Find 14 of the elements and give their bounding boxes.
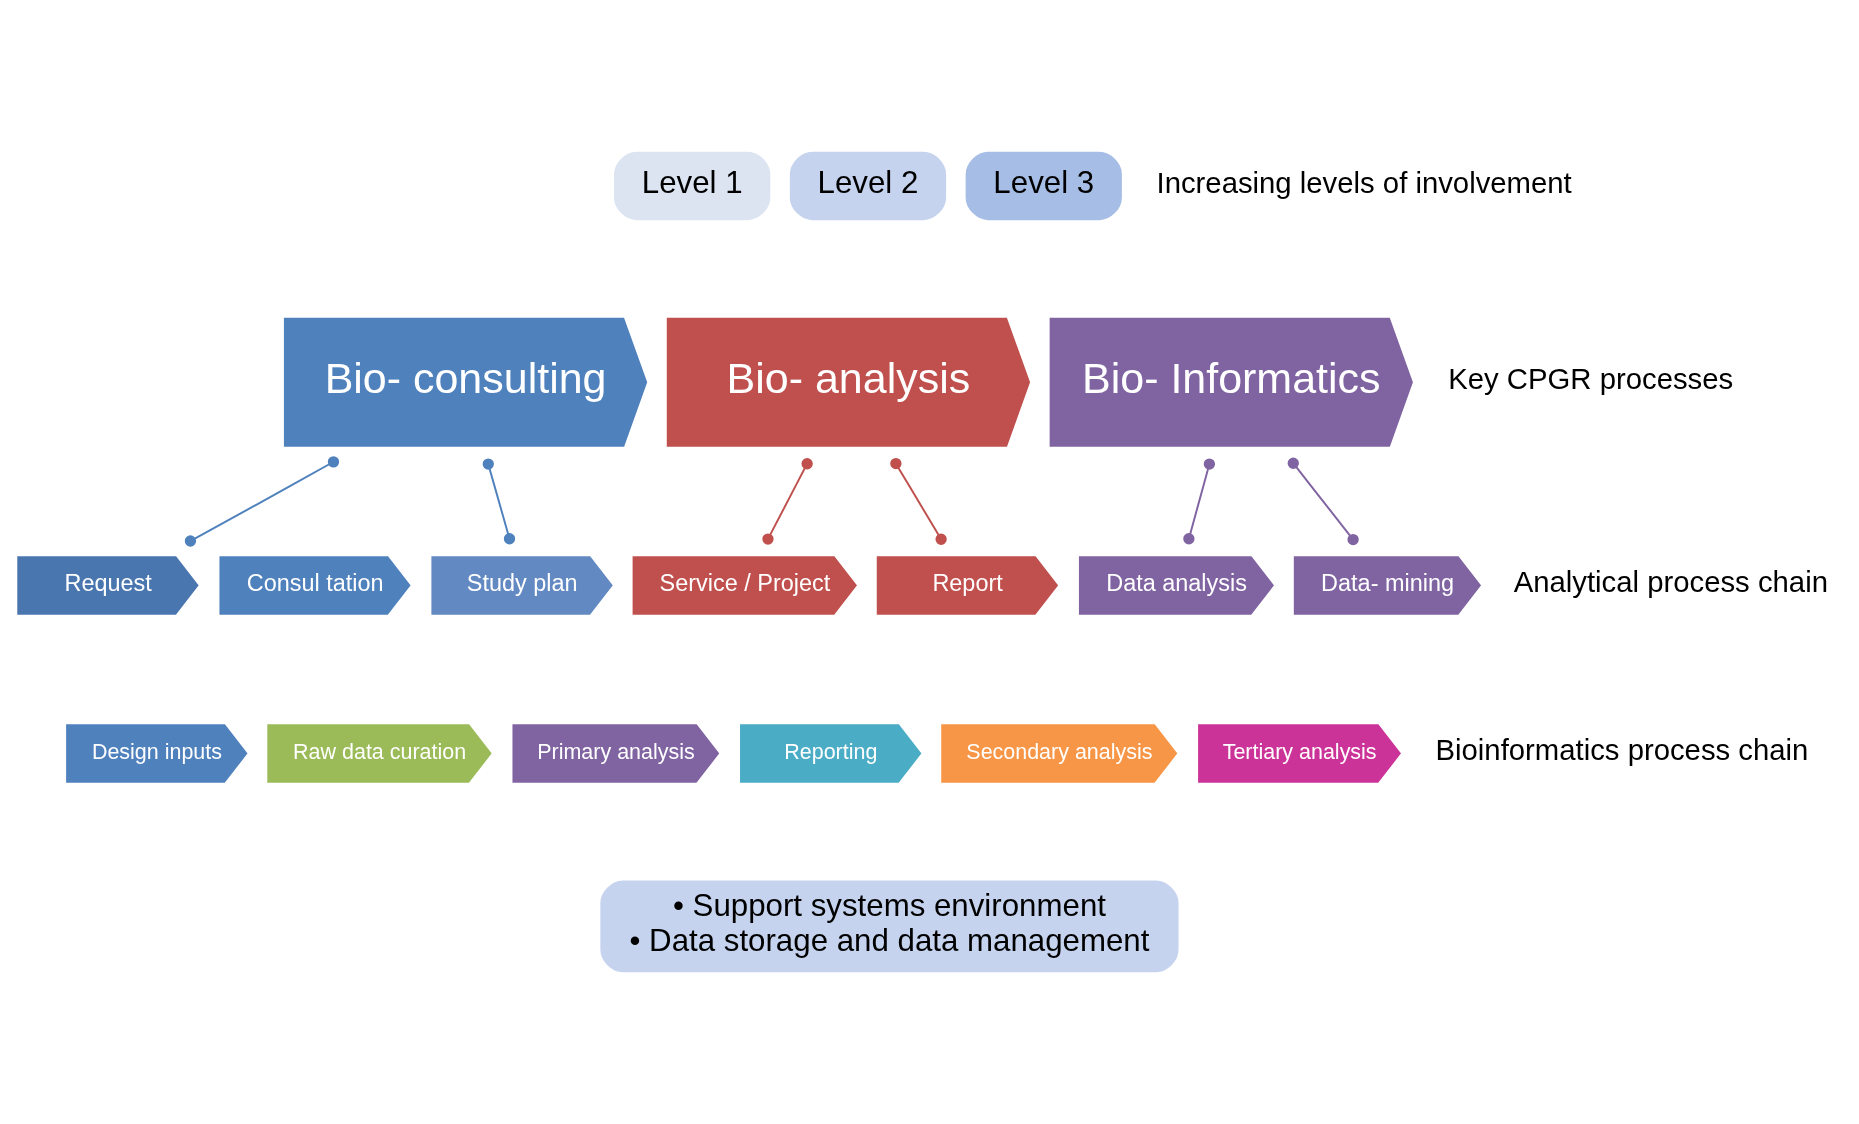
connector (890, 457, 947, 545)
label: Key CPGR processes (1448, 362, 1734, 396)
connector (1287, 457, 1359, 546)
connector (1183, 458, 1216, 545)
node-box: • Support systems environment • Data storage and data management (598, 878, 1181, 975)
label: Bioinformatics process chain (1435, 733, 1809, 767)
node-box: Level 2 (787, 149, 949, 223)
node-box: Level 3 (963, 149, 1124, 223)
node-box: Level 1 (612, 149, 773, 223)
label: Analytical process chain (1513, 565, 1828, 599)
connector (184, 456, 340, 547)
connector (762, 458, 813, 545)
label: Increasing levels of involvement (1156, 165, 1572, 199)
connector (482, 458, 516, 545)
